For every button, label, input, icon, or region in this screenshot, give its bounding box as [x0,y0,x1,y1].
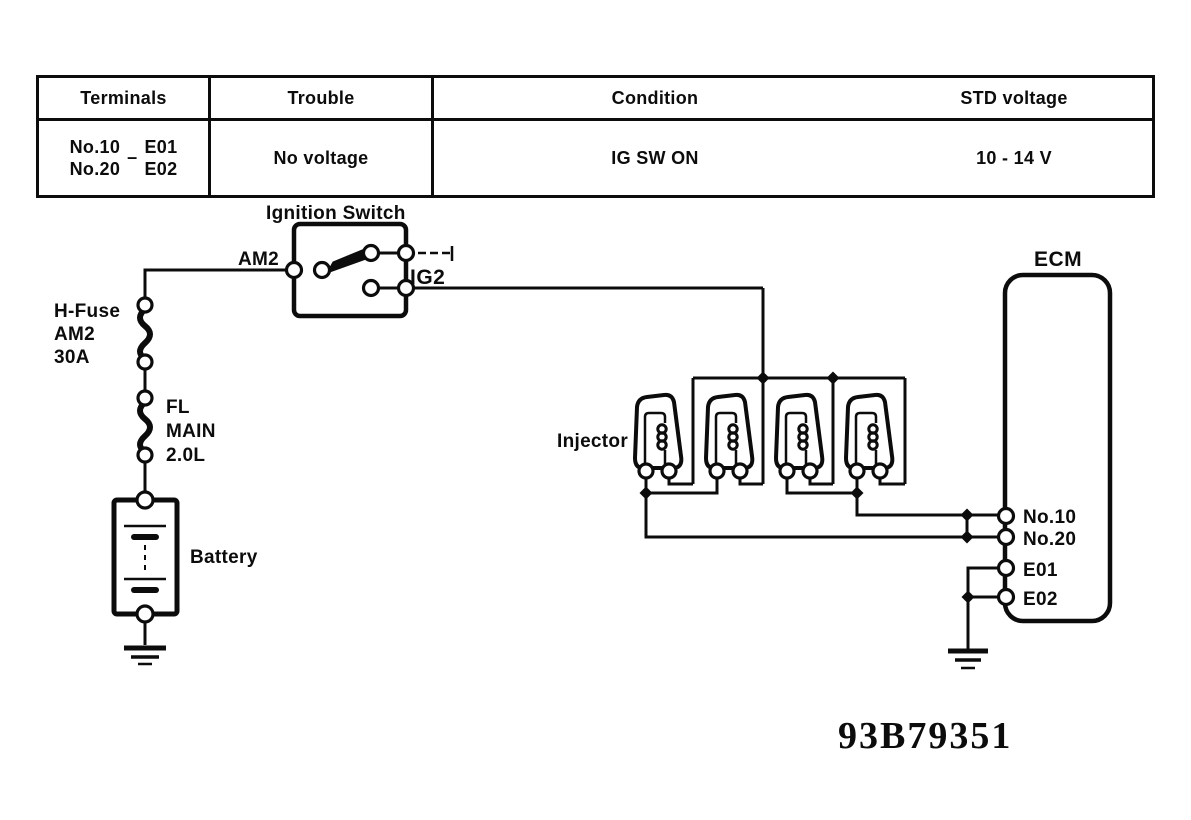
battery-ground-symbol [124,645,166,666]
ecm-ground-symbol [948,648,988,670]
terminal-pair-dash: – [127,146,138,167]
troubleshooting-table: Terminals Trouble Condition STD voltage … [36,75,1155,198]
injector-symbol-4 [843,392,895,480]
terminal-pair-right-1: E01 [144,137,178,157]
table-data-row: No.10 No.20 – E01 E02 No voltage IG SW O… [39,121,1152,195]
col-header-trouble: Trouble [211,78,434,118]
ecm-terminal-no10-label: No.10 [1023,507,1076,528]
am2-wire-label: AM2 [238,249,279,270]
condition-cell: IG SW ON [611,147,699,168]
fusible-link-symbol [136,389,154,464]
switch-lever [325,247,368,274]
junction-dots [639,371,975,604]
h-fuse-symbol [136,296,154,371]
injector-symbol-2 [703,392,755,480]
figure-id: 93B79351 [838,715,1012,757]
ecm-box [996,272,1113,624]
injector-symbol-3 [773,392,825,480]
terminal-pair-right-2: E02 [144,159,178,179]
ecm-label: ECM [1034,248,1082,271]
ignition-switch-label: Ignition Switch [266,203,406,224]
battery-label: Battery [190,547,258,568]
h-fuse-label-1: H-Fuse [54,301,120,322]
trouble-cell: No voltage [211,121,434,195]
h-fuse-label-3: 30A [54,347,90,368]
col-header-terminals: Terminals [39,78,211,118]
injector-label: Injector [557,431,628,452]
fl-main-label-2: MAIN [166,421,216,442]
table-header-row: Terminals Trouble Condition STD voltage [39,78,1152,121]
ignition-switch-symbol [284,221,416,319]
std-voltage-cell: 10 - 14 V [976,147,1052,168]
col-header-condition: Condition [611,87,699,108]
terminals-cell: No.10 No.20 – E01 E02 [39,121,211,195]
terminal-pair-left-2: No.20 [69,159,121,179]
ecm-terminal-e02-label: E02 [1023,589,1058,610]
ecm-terminal-no20-label: No.20 [1023,529,1076,550]
ecm-terminal-e01-label: E01 [1023,560,1058,581]
battery-symbol [111,490,180,624]
h-fuse-label-2: AM2 [54,324,95,345]
terminal-pair-left-1: No.10 [69,137,121,157]
injector-symbol-1 [632,392,684,480]
fl-main-label-3: 2.0L [166,445,205,466]
col-header-std-voltage: STD voltage [960,87,1068,108]
fl-main-label-1: FL [166,397,190,418]
ig2-wire-label: IG2 [410,266,445,289]
